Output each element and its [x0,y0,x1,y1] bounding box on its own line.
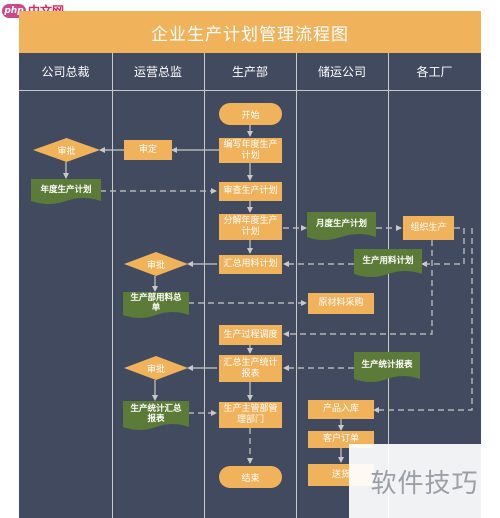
node-annual-plan-doc-label: 年度生产计划 [40,184,92,195]
node-stats-report-doc-label: 生产统计报表 [361,360,413,370]
node-product-storage: 产品入库 [308,400,374,419]
lane-divider-3 [296,53,297,518]
node-annual-plan-doc: 年度生产计划 [31,179,101,206]
node-stats-report-doc: 生产统计报表 [354,352,420,384]
lane-header-operations: 运营总监 [133,65,182,79]
node-organize-production: 组织生产 [403,216,454,240]
node-material-plan-doc: 生产用料计划 [354,249,422,279]
node-review-plan: 审查生产计划 [219,182,282,201]
lane-header-production: 生产部 [231,65,268,79]
node-dept-material-summary-label: 生产部用料总单 [130,293,182,313]
node-approve-ops-3: 审批 [124,356,188,380]
lane-divider-1 [112,53,113,518]
node-customer-order: 客户订单 [308,431,374,448]
node-approve-ops-2-label: 审批 [146,260,165,271]
node-monthly-plan-doc: 月度生产计划 [307,212,376,242]
node-stats-summary-report-label: 生产统计汇总报表 [130,403,182,424]
lane-header-president: 公司总裁 [41,65,90,79]
diagram-title: 企业生产计划管理流程图 [19,11,481,53]
node-start: 开始 [219,103,282,125]
flow-organize-to-material-plan [421,227,465,267]
node-stats-summary-report: 生产统计汇总报表 [123,401,189,432]
node-material-plan-doc-label: 生产用料计划 [362,256,414,266]
node-approve-ops-2: 审批 [124,252,188,276]
node-end: 结束 [219,466,282,488]
lane-divider-4 [388,53,389,518]
node-summarize-stats: 汇总生产统计报表 [219,355,282,382]
lane-divider-2 [204,53,205,518]
lane-header-factories: 各工厂 [416,65,453,79]
node-approve-president-label: 审批 [57,146,76,157]
node-approve-president: 审批 [33,138,100,162]
lane-header-divider [19,90,481,91]
node-decompose-plan: 分解年度生产计划 [219,214,282,240]
node-archive: 生产主管部管理部门 [219,402,282,428]
node-approve-ops-1: 审定 [124,140,172,160]
node-production-progress: 生产过程调度 [219,325,282,345]
flow-organize-to-storage [373,228,473,413]
watermark: 软件技巧 [349,444,500,518]
node-monthly-plan-doc-label: 月度生产计划 [315,219,367,229]
lane-header-logistics: 储运公司 [317,65,366,79]
node-summarize-material: 汇总用料计划 [219,255,282,274]
node-prepare-annual-plan: 编写年度生产计划 [219,138,282,163]
node-purchase-material: 原材料采购 [308,293,374,314]
node-approve-ops-3-label: 审批 [146,364,165,375]
node-dept-material-summary: 生产部用料总单 [123,292,189,320]
flow-organize-to-progress [283,240,433,337]
